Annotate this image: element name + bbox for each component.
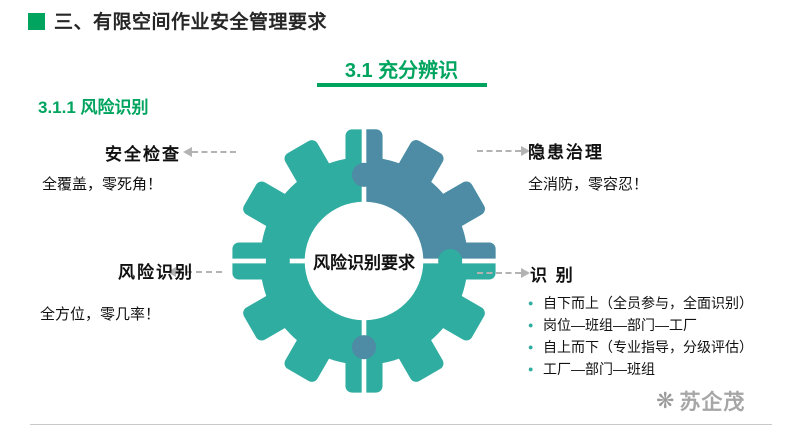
gear-diagram: 风险识别要求 <box>225 122 503 400</box>
section-title: 3.1 充分辨识 <box>344 60 459 82</box>
callout-desc-risk-identify: 全方位，零几率！ <box>40 306 161 323</box>
subsection-title: 3.1.1 风险识别 <box>38 98 149 117</box>
gear-icon <box>230 127 498 395</box>
callout-label-identification: 识 别 <box>530 266 575 285</box>
list-item: 自下而上（全员参与，全面识别） <box>528 294 780 313</box>
arrow-bottom-right <box>477 268 530 278</box>
list-item: 工厂—部门—班组 <box>528 360 780 379</box>
callout-label-risk-identify: 风险识别 <box>118 263 194 282</box>
footer-divider <box>30 424 772 425</box>
arrow-top-right <box>477 146 530 156</box>
watermark-logo-icon: ❋ <box>656 388 676 413</box>
arrow-top-left <box>183 147 236 157</box>
callout-label-safety-check: 安全检查 <box>105 145 181 164</box>
callout-desc-hazard-control: 全消防，零容忍！ <box>528 176 649 193</box>
page-title: 三、有限空间作业安全管理要求 <box>54 12 328 33</box>
header-accent-square <box>28 13 45 30</box>
arrow-bottom-left <box>167 267 222 277</box>
list-item: 自上而下（专业指导，分级评估） <box>528 338 780 357</box>
list-item: 岗位—班组—部门—工厂 <box>528 316 780 335</box>
section-title-underline <box>316 83 487 87</box>
gear-center-label: 风险识别要求 <box>313 253 415 273</box>
callout-label-hazard-control: 隐患治理 <box>528 143 604 162</box>
callout-desc-safety-check: 全覆盖，零死角！ <box>42 176 163 193</box>
watermark: ❋ 苏企茂 <box>652 384 750 418</box>
identification-bullet-list: 自下而上（全员参与，全面识别） 岗位—班组—部门—工厂 自上而下（专业指导，分级… <box>528 294 780 382</box>
watermark-text: 苏企茂 <box>679 391 746 414</box>
